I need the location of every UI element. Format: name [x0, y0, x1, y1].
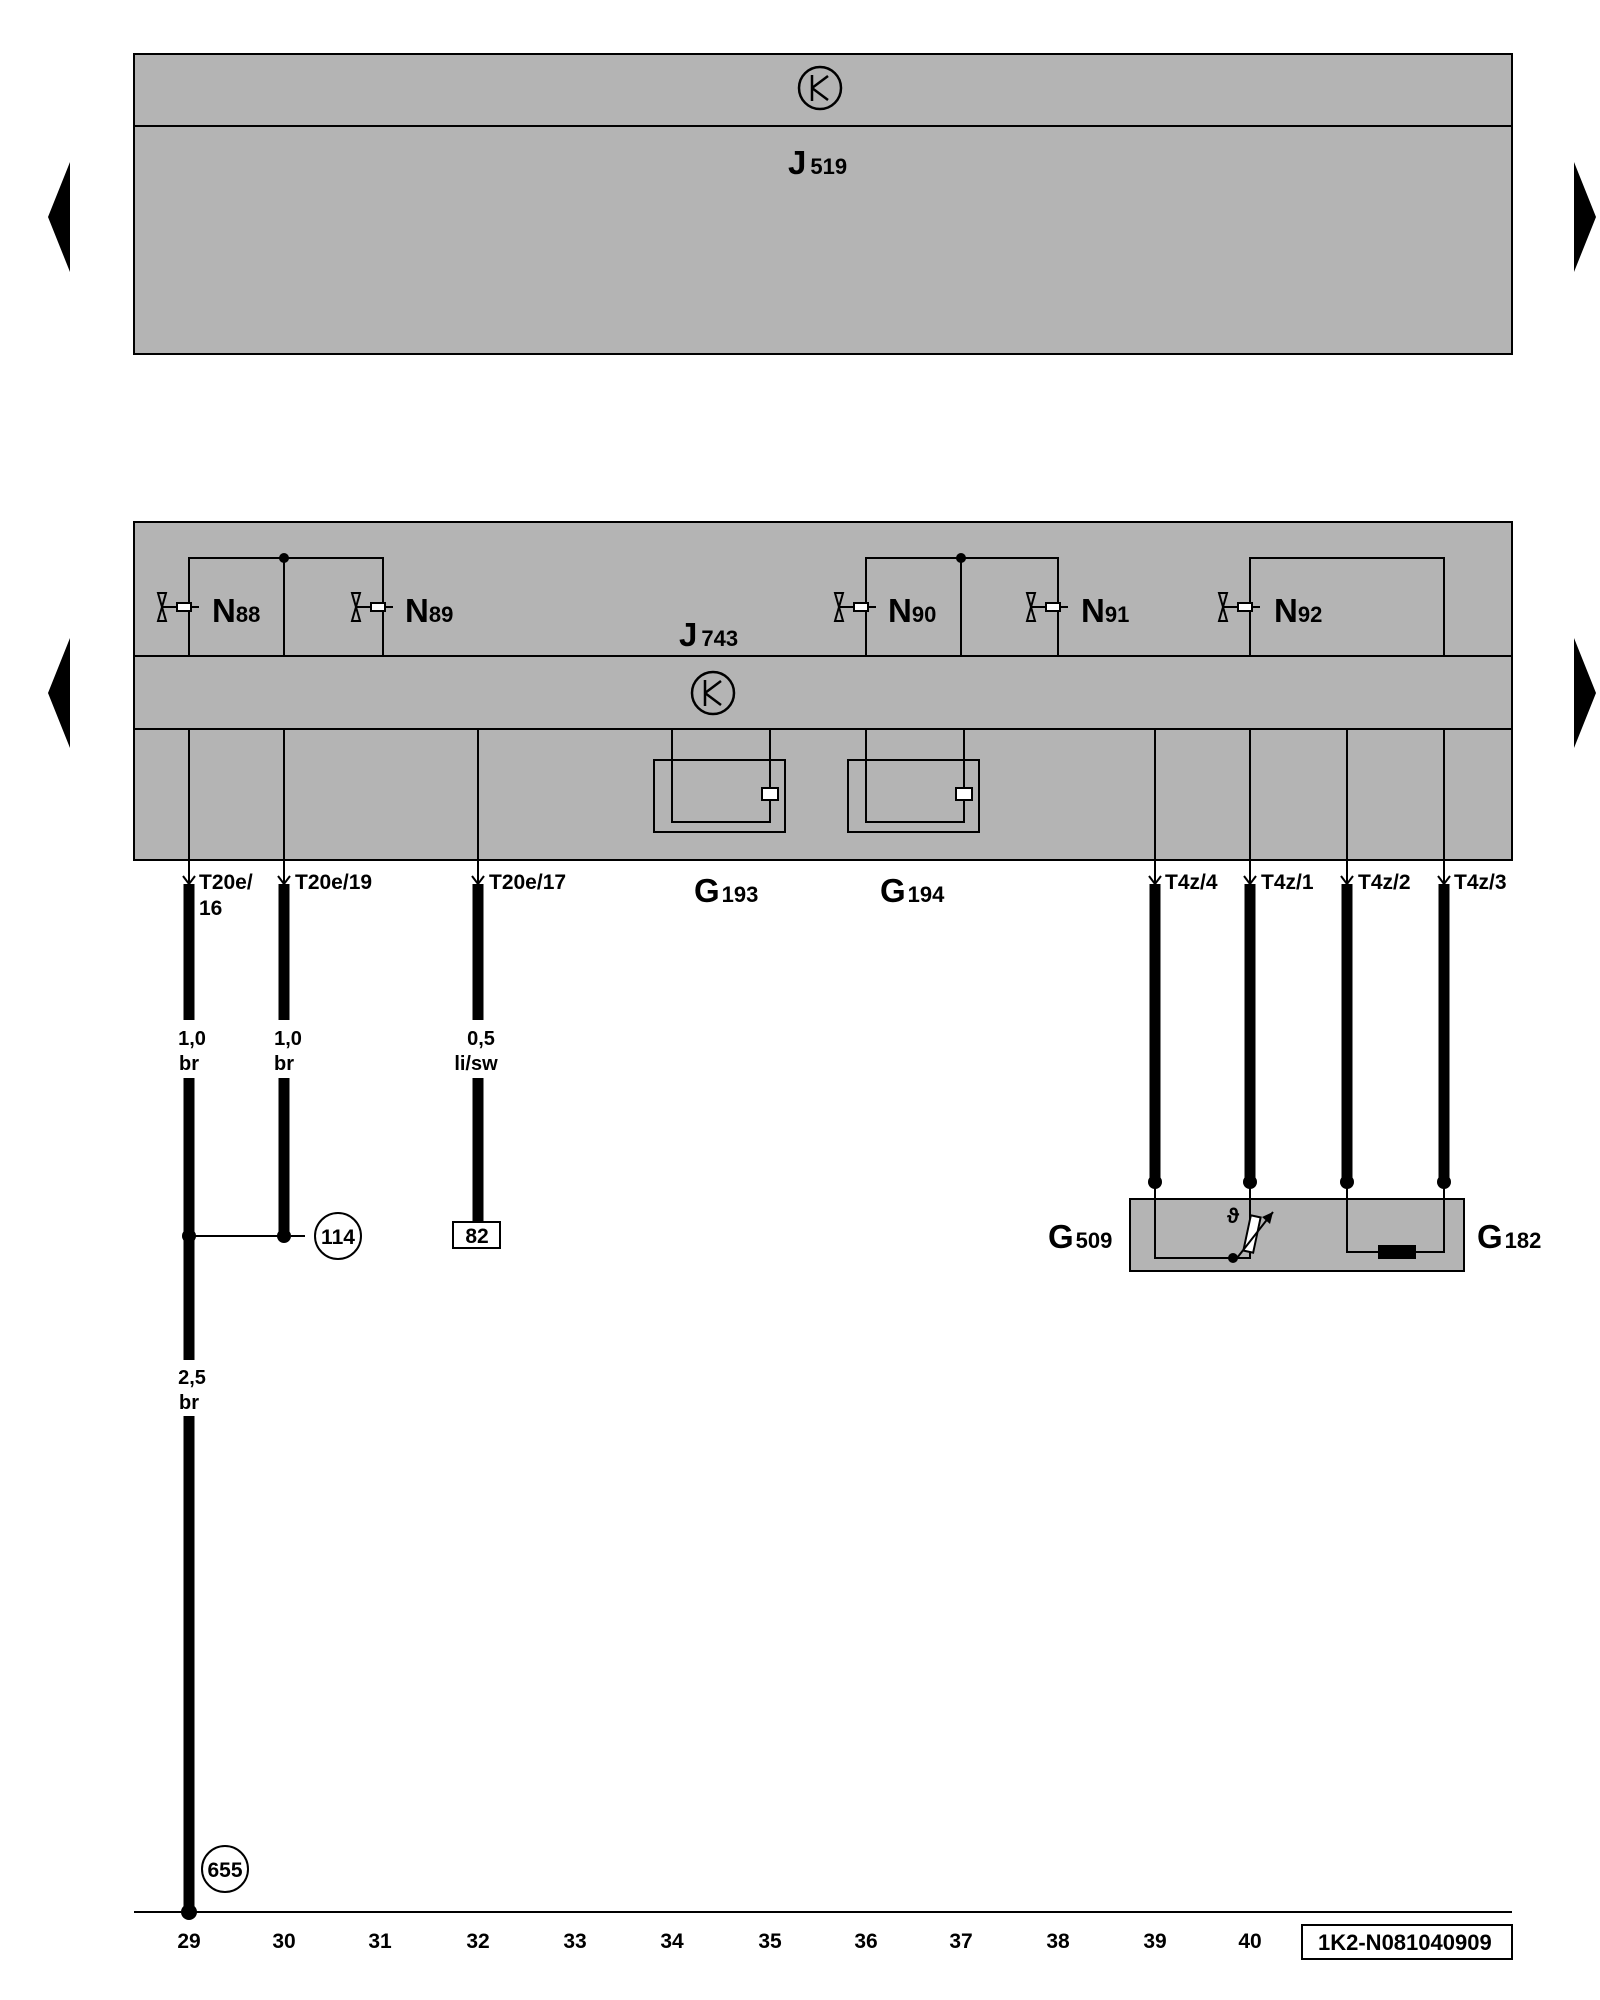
pin-label: T4z/1 [1261, 871, 1314, 894]
page-forward-arrow-bottom[interactable] [1574, 638, 1596, 748]
reference-82[interactable]: 82 [452, 1221, 501, 1249]
module-j743-number: 743 [701, 626, 738, 651]
svg-text:N92: N92 [1274, 592, 1322, 629]
column-numbers: 2930313233343536373839404142 [177, 1930, 1455, 1953]
svg-text:G182: G182 [1477, 1218, 1541, 1255]
valve-label-letter: N [1274, 592, 1298, 629]
sensor-g193-number: 193 [722, 882, 759, 907]
svg-text:G194: G194 [880, 872, 945, 909]
drawing-code-text: 1K2-N081040909 [1318, 1930, 1492, 1955]
pressure-sensor-g193-icon [653, 729, 786, 833]
sensor-g194-letter: G [880, 872, 906, 909]
pin-label: 16 [199, 897, 222, 920]
column-number: 40 [1238, 1930, 1261, 1953]
wire-color: br [274, 1053, 294, 1075]
pin-label: T20e/19 [295, 871, 372, 894]
valve-icon [833, 592, 876, 622]
column-number: 34 [660, 1930, 684, 1953]
valve-icon [1025, 592, 1068, 622]
column-number: 32 [466, 1930, 489, 1953]
svg-text:G509: G509 [1048, 1218, 1112, 1255]
sensor-g182-number: 182 [1505, 1228, 1542, 1253]
svg-text:G193: G193 [694, 872, 758, 909]
valve-icon [156, 592, 199, 622]
column-number: 38 [1046, 1930, 1070, 1953]
sensor-g182-letter: G [1477, 1218, 1503, 1255]
svg-text:N88: N88 [212, 592, 260, 629]
valve-label-number: 91 [1105, 602, 1129, 627]
wire-color: br [179, 1392, 199, 1414]
valve-label-number: 90 [912, 602, 936, 627]
wire-size: 1,0 [178, 1028, 206, 1050]
column-number: 31 [368, 1930, 392, 1953]
sensor-g193-letter: G [694, 872, 720, 909]
column-number: 33 [563, 1930, 586, 1953]
pin-label: T4z/2 [1358, 871, 1411, 894]
column-number: 29 [177, 1930, 200, 1953]
reference-655-label: 655 [207, 1859, 242, 1882]
valve-label-number: 88 [236, 602, 260, 627]
reference-655[interactable]: 655 [201, 1845, 249, 1893]
reference-114[interactable]: 114 [314, 1212, 362, 1260]
page-back-arrow-bottom[interactable] [48, 638, 70, 748]
valve-icon [1217, 592, 1260, 622]
pressure-sensor-g194-icon [847, 729, 980, 833]
electronic-control-icon [690, 670, 736, 716]
column-number: 30 [272, 1930, 295, 1953]
electronic-control-icon [797, 65, 843, 111]
column-number: 35 [758, 1930, 782, 1953]
column-number: 37 [949, 1930, 972, 1953]
wire-color: li/sw [454, 1053, 498, 1075]
page-back-arrow-top[interactable] [48, 162, 70, 272]
page-forward-arrow-top[interactable] [1574, 162, 1596, 272]
column-number: 36 [854, 1930, 877, 1953]
valve-label-letter: N [1081, 592, 1105, 629]
valve-label-letter: N [405, 592, 429, 629]
valve-label-number: 89 [429, 602, 453, 627]
pin-label: T4z/4 [1165, 871, 1218, 894]
temperature-icon: ϑ [1227, 1205, 1240, 1228]
pin-label: T20e/17 [489, 871, 566, 894]
svg-text:N90: N90 [888, 592, 936, 629]
wire-color: br [179, 1053, 199, 1075]
wire-size: 1,0 [274, 1028, 302, 1050]
sensor-g509-number: 509 [1076, 1228, 1113, 1253]
sensor-g194-number: 194 [908, 882, 945, 907]
resistor-icon [1378, 1245, 1416, 1259]
valve-label-letter: N [888, 592, 912, 629]
connector-arrows [182, 875, 1451, 886]
wire-size: 0,5 [467, 1028, 495, 1050]
module-j519-number: 519 [810, 154, 847, 179]
drawing-code: 1K2-N081040909 [1301, 1924, 1513, 1960]
module-j743-letter: J [679, 616, 697, 653]
svg-text:N89: N89 [405, 592, 453, 629]
sensor-g509-letter: G [1048, 1218, 1074, 1255]
wire-size: 2,5 [178, 1367, 206, 1389]
pin-label: T4z/3 [1454, 871, 1507, 894]
valve-label-number: 92 [1298, 602, 1322, 627]
reference-114-label: 114 [321, 1226, 355, 1249]
reference-82-label: 82 [465, 1225, 488, 1248]
column-number: 39 [1143, 1930, 1166, 1953]
pin-label: T20e/ [199, 871, 253, 894]
svg-text:N91: N91 [1081, 592, 1129, 629]
valve-label-letter: N [212, 592, 236, 629]
sensor-g509-g182: ϑ [1129, 1198, 1465, 1272]
valve-icon [350, 592, 393, 622]
module-j519-letter: J [788, 144, 806, 181]
